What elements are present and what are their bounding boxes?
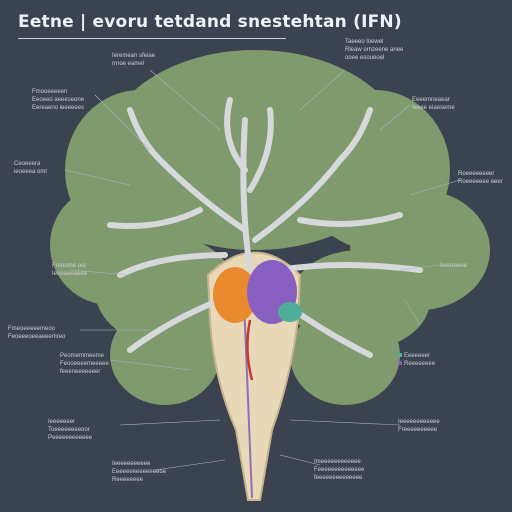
nuclei [213, 260, 302, 324]
label-left-5: Peomemmeeme Feooeeeemeeeee feeeneeeeeeer [60, 352, 109, 376]
label-line: Ieremean sfeiae [112, 52, 155, 60]
label-line: Freeome oer [52, 262, 87, 270]
label-line: Ieeeeeeeeeee [112, 460, 166, 468]
label-line: Rleaw ornzeene anee [345, 46, 403, 54]
label-line: Fmooeeeeen [32, 88, 84, 96]
label-line: Fmeoeeeeemeoo [8, 325, 65, 333]
label-line: Freeeeeeeeee [398, 426, 440, 434]
label-line: Ceoeeera [14, 160, 47, 168]
label-line: Ieeeeeeeeeeee [398, 418, 440, 426]
label-line: Ieeeeeeer [48, 418, 92, 426]
label-top-center: Ieremean sfeiae rrnoe eamel [112, 52, 155, 68]
label-left-4: Fmeoeeeeemeoo Feoeeeoeeaeeemreo [8, 325, 65, 341]
legend-label: Eeeeeeer [404, 353, 430, 359]
label-right-1: Eeeemneaear Ieeee eiaeseme [412, 96, 455, 112]
diagram-title: Eetne | evoru tetdand snestehtan (IFN) [18, 12, 402, 32]
label-line: Eeeeeeeeeeeeeeoe [112, 468, 166, 476]
legend-item: Reeeeeeee [398, 360, 435, 368]
label-line: Peomemmeeme [60, 352, 109, 360]
label-line: Peeeeeeeeeeee [48, 434, 92, 442]
label-line: rrnoe eamel [112, 60, 155, 68]
label-line: Feoeeeoeeaeeemreo [8, 333, 65, 341]
label-line: Taeeeo loewel [345, 38, 403, 46]
label-right-2: Roeeeeeeeer Roeeeeeee eeer [458, 170, 503, 186]
label-right-3: Ieeereeee [440, 262, 467, 270]
label-top-right: Taeeeo loewel Rleaw ornzeene anee ooee e… [345, 38, 403, 62]
label-line: Ieooaeeaeee [52, 270, 87, 278]
label-right-legend: Eeeeeeer Reeeeeeee [398, 352, 435, 368]
label-line: feeeeeeeeeeeeee [314, 474, 364, 482]
legend-item: Eeeeeeer [398, 352, 435, 360]
label-right-6: Ieeeeeeeeeeee Freeeeeeeeee [398, 418, 440, 434]
label-line: feeeneeeeeeer [60, 368, 109, 376]
label-left-mid: Ceoeeera ieoeeea omr [14, 160, 47, 176]
label-line: Toeeeeeeeeoor [48, 426, 92, 434]
label-left-6: Ieeeeeeer Toeeeeeeeeoor Peeeeeeeeeeee [48, 418, 92, 442]
label-line: Eeoeeo aeeeseone [32, 96, 84, 104]
label-line: Roeeeeeee eeer [458, 178, 503, 186]
label-line: Eereaeno ieeeeees [32, 104, 84, 112]
label-line: Feeeeeeeeeeeeee [314, 466, 364, 474]
label-line: Ieeereeee [440, 262, 467, 270]
label-line: Reeeeeeee [112, 476, 166, 484]
purple-swatch-icon [398, 361, 402, 365]
title-rule [18, 38, 286, 39]
label-line: Eeeemneaear [412, 96, 455, 104]
label-line: Roeeeeeeeer [458, 170, 503, 178]
label-left-lower: Freeome oer Ieooaeeaeee [52, 262, 87, 278]
label-bottom-center: Imeeeeeeeeeeee Feeeeeeeeeeeeee feeeeeeee… [314, 458, 364, 482]
legend-label: Reeeeeeee [404, 361, 435, 367]
label-line: Ieeee eiaeseme [412, 104, 455, 112]
label-upper-left: Fmooeeeeen Eeoeeo aeeeseone Eereaeno iee… [32, 88, 84, 112]
label-line: ooee esoueoel [345, 54, 403, 62]
teal-swatch-icon [398, 353, 402, 357]
label-line: ieoeeea omr [14, 168, 47, 176]
label-bottom-left: Ieeeeeeeeeee Eeeeeeeeeeeeeeoe Reeeeeeee [112, 460, 166, 484]
label-line: Imeeeeeeeeeeee [314, 458, 364, 466]
label-line: Feooeeeemeeeee [60, 360, 109, 368]
